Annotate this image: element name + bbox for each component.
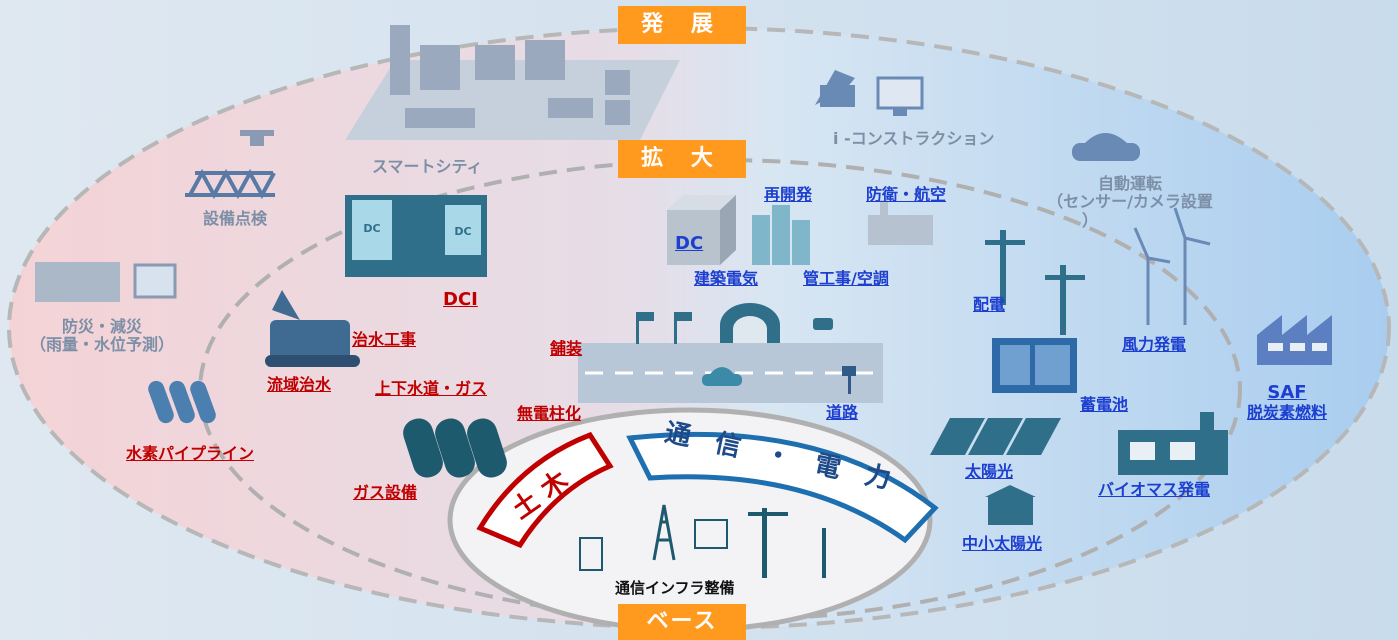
link-saf[interactable]: SAF 脱炭素燃料 xyxy=(1232,382,1342,422)
hydrogen-pipes-icon xyxy=(148,380,216,424)
label-equipment-inspection: 設備点検 xyxy=(203,209,268,228)
label-auto-line3: ） xyxy=(1082,210,1099,230)
link-hydrogen[interactable]: 水素パイプライン xyxy=(126,444,255,463)
battery-icon xyxy=(992,338,1077,393)
tower-icon xyxy=(652,504,676,561)
drone-icon xyxy=(240,130,274,146)
auto-car-icon xyxy=(1072,133,1140,161)
civil-arc xyxy=(476,431,614,549)
link-small-solar[interactable]: 中小太陽光 xyxy=(962,534,1043,553)
bridge-icon xyxy=(185,168,276,200)
solar-panel-icon xyxy=(930,418,1061,455)
telecom-box-icon xyxy=(579,519,728,571)
wind-turbine-icon xyxy=(1133,207,1211,325)
excavator-icon xyxy=(265,290,360,367)
link-pavement[interactable]: 舗装 xyxy=(550,339,583,358)
label-auto-line2: （センサー/カメラ設置 xyxy=(1047,192,1213,212)
telecom-arc xyxy=(626,431,939,544)
building-icon xyxy=(752,205,810,265)
gas-pipes-icon xyxy=(403,418,507,478)
link-solar[interactable]: 太陽光 xyxy=(965,462,1014,481)
link-no-poles[interactable]: 無電柱化 xyxy=(517,404,582,423)
link-flood-work[interactable]: 治水工事 xyxy=(352,330,417,349)
construction-machine-icon xyxy=(815,70,855,107)
link-saf-line2[interactable]: 脱炭素燃料 xyxy=(1246,402,1327,422)
tier-tag-expand: 発 展 xyxy=(618,6,746,44)
streetlight-icon xyxy=(636,312,692,344)
car-icon xyxy=(702,367,742,386)
svg-text:DC: DC xyxy=(454,225,471,238)
label-disaster-line1: 防災・減災 xyxy=(61,317,142,336)
road-sign-icon xyxy=(842,366,856,394)
defense-building-icon xyxy=(868,200,933,245)
label-auto-line1: 自動運転 xyxy=(1097,174,1162,193)
link-building-elec[interactable]: 建築電気 xyxy=(694,269,759,288)
label-telecom-infra: 通信インフラ整備 xyxy=(615,579,735,597)
tier-tag-extend: 拡 大 xyxy=(618,140,746,178)
svg-text:DC: DC xyxy=(363,222,380,235)
link-basin-flood[interactable]: 流域治水 xyxy=(267,375,332,394)
saf-factory-icon xyxy=(1257,315,1332,365)
label-disaster: 防災・減災 （雨量・水位予測） xyxy=(2,317,202,355)
label-i-construction: i -コンストラクション xyxy=(833,129,995,148)
link-redevelopment[interactable]: 再開発 xyxy=(764,185,813,204)
monitor-icon xyxy=(876,76,924,116)
small-solar-icon xyxy=(985,485,1036,525)
link-water-gas[interactable]: 上下水道・ガス xyxy=(375,379,488,398)
factory-icon xyxy=(1118,412,1228,475)
link-pipe-hvac[interactable]: 管工事/空調 xyxy=(803,269,889,288)
label-disaster-line2: （雨量・水位予測） xyxy=(29,335,174,355)
link-distribution[interactable]: 配電 xyxy=(973,295,1006,314)
flood-sensor-icon xyxy=(35,262,177,302)
telecom-pole-icon xyxy=(748,508,826,578)
city-icon xyxy=(345,25,680,140)
camera-icon xyxy=(813,318,833,330)
datacenter-icon: DC DC xyxy=(345,195,487,277)
pole-icon xyxy=(985,230,1085,335)
label-autonomous: 自動運転 （センサー/カメラ設置 ） xyxy=(1020,174,1240,230)
link-biomass[interactable]: バイオマス発電 xyxy=(1098,480,1211,499)
link-dci[interactable]: DCI xyxy=(443,289,478,310)
link-saf-line1[interactable]: SAF xyxy=(1267,382,1307,403)
link-battery[interactable]: 蓄電池 xyxy=(1080,395,1129,414)
link-dc[interactable]: DC xyxy=(675,233,704,254)
link-wind[interactable]: 風力発電 xyxy=(1122,335,1187,354)
link-defense[interactable]: 防衛・航空 xyxy=(866,185,947,204)
link-gas-equipment[interactable]: ガス設備 xyxy=(353,483,418,502)
link-road[interactable]: 道路 xyxy=(826,403,859,422)
dc-building-icon xyxy=(667,195,736,265)
tier-tag-base: ベース xyxy=(618,604,746,640)
label-smart-city: スマートシティ xyxy=(372,157,483,176)
